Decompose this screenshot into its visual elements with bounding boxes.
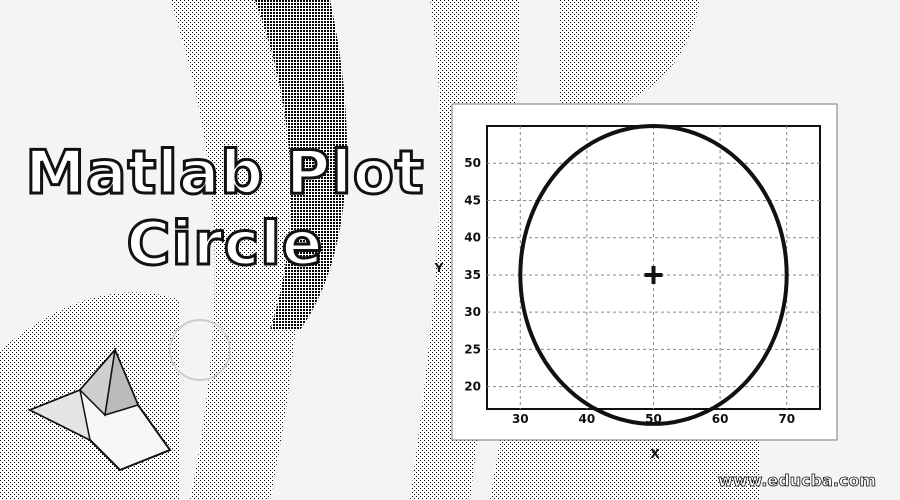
y-tick-label: 20: [464, 380, 481, 394]
matlab-membrane-logo-icon: [27, 347, 172, 472]
circle-series-line: [518, 123, 789, 426]
watermark-url: www.educba.com: [718, 471, 877, 491]
banner-title-line-1: Matlab Plot: [24, 138, 425, 208]
center-plus-marker: [644, 265, 663, 284]
y-axis-label: Y: [434, 261, 444, 275]
x-tick-label: 30: [512, 412, 529, 426]
y-tick-label: 35: [464, 268, 481, 282]
x-tick-label: 70: [778, 412, 795, 426]
y-tick-label: 50: [464, 156, 481, 170]
x-tick-label: 60: [712, 412, 729, 426]
x-tick-label: 40: [579, 412, 596, 426]
y-tick-label: 45: [464, 193, 481, 207]
y-tick-label: 25: [464, 342, 481, 356]
y-tick-label: 40: [464, 231, 481, 245]
banner-title-line-2: Circle: [125, 209, 324, 279]
x-axis-label: X: [650, 447, 660, 461]
y-tick-label: 30: [464, 305, 481, 319]
